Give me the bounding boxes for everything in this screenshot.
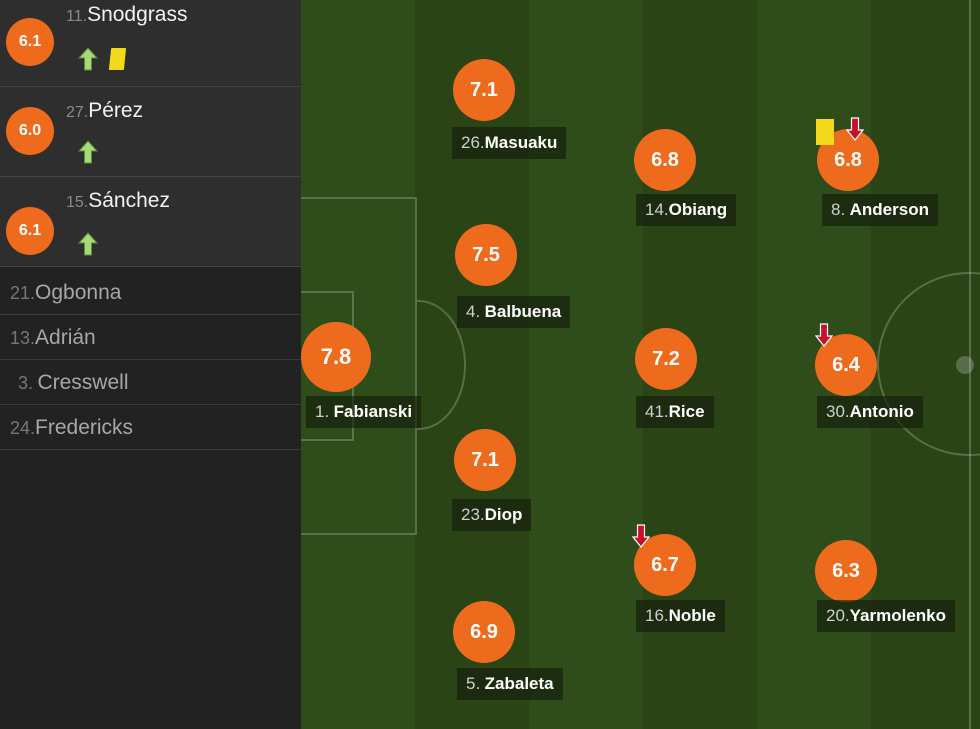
yellow-card-icon	[108, 48, 127, 70]
center-spot	[956, 356, 974, 374]
player-surname: Anderson	[849, 200, 929, 219]
player-surname: Adrián	[35, 326, 96, 349]
shirt-number: 30.	[826, 402, 850, 421]
substitute-row[interactable]: 6.1 15.Sánchez	[0, 177, 301, 267]
shirt-number: 26.	[461, 133, 485, 152]
player-surname: Obiang	[668, 200, 728, 219]
rating-badge: 6.1	[6, 18, 54, 66]
shirt-number: 8.	[831, 200, 846, 219]
rating-badge: 6.9	[453, 601, 515, 663]
shirt-number: 20.	[826, 606, 850, 625]
player-surname: Fabianski	[333, 402, 413, 421]
substitute-row[interactable]: 6.1 11.Snodgrass	[0, 0, 301, 87]
player-label: 26.Masuaku	[452, 127, 567, 159]
player-label: 20.Yarmolenko	[817, 600, 956, 632]
player-surname: Rice	[668, 402, 705, 421]
bench-row[interactable]: 24.Fredericks	[0, 405, 301, 450]
shirt-number: 21.	[10, 283, 36, 303]
bench-row[interactable]: 3. Cresswell	[0, 360, 301, 405]
penalty-box	[301, 197, 417, 535]
player-surname: Masuaku	[484, 133, 558, 152]
shirt-number: 41.	[645, 402, 669, 421]
shirt-number: 3.	[18, 373, 34, 393]
sub-on-arrow-icon	[78, 140, 98, 164]
event-icons	[78, 232, 110, 256]
player-surname: Antonio	[849, 402, 914, 421]
substitute-row[interactable]: 6.0 27.Pérez	[0, 87, 301, 177]
shirt-number: 1.	[315, 402, 330, 421]
player-surname: Zabaleta	[484, 674, 554, 693]
shirt-number: 23.	[461, 505, 485, 524]
event-icons	[78, 140, 110, 164]
sub-off-arrow-icon	[846, 117, 864, 141]
player-name: 11.Snodgrass	[66, 3, 187, 27]
player-surname: Diop	[484, 505, 523, 524]
player-label: 8. Anderson	[822, 194, 938, 226]
halfway-line	[969, 0, 980, 729]
player-surname: Noble	[668, 606, 716, 625]
shirt-number: 14.	[645, 200, 669, 219]
sub-on-arrow-icon	[78, 232, 98, 256]
player-surname: Yarmolenko	[849, 606, 947, 625]
shirt-number: 13.	[10, 328, 36, 348]
sub-on-arrow-icon	[78, 47, 98, 71]
sub-off-arrow-icon	[815, 323, 833, 347]
player-label: 5. Zabaleta	[457, 668, 563, 700]
rating-badge: 7.1	[453, 59, 515, 121]
shirt-number: 16.	[645, 606, 669, 625]
shirt-number: 11.	[66, 8, 88, 25]
player-label: 41.Rice	[636, 396, 714, 428]
shirt-number: 27.	[66, 104, 89, 121]
rating-badge: 7.2	[635, 328, 697, 390]
player-surname: Sánchez	[88, 189, 170, 212]
rating-badge: 6.1	[6, 207, 54, 255]
shirt-number: 24.	[10, 418, 36, 438]
sub-off-arrow-icon	[632, 524, 650, 548]
rating-badge: 7.5	[455, 224, 517, 286]
player-name: 15.Sánchez	[66, 189, 170, 213]
substitutes-panel: 6.1 11.Snodgrass 6.0 27.Pérez 6.1 15.Sán…	[0, 0, 301, 729]
bench-row[interactable]: 13.Adrián	[0, 315, 301, 360]
rating-badge: 7.1	[454, 429, 516, 491]
player-label: 4. Balbuena	[457, 296, 571, 328]
player-label: 23.Diop	[452, 499, 532, 531]
player-surname: Balbuena	[484, 302, 562, 321]
bench-row[interactable]: 21.Ogbonna	[0, 270, 301, 315]
rating-badge: 6.0	[6, 107, 54, 155]
player-name: 27.Pérez	[66, 99, 143, 123]
rating-badge: 7.8	[301, 322, 371, 392]
player-label: 16.Noble	[636, 600, 725, 632]
player-surname: Pérez	[88, 99, 144, 122]
player-surname: Ogbonna	[35, 281, 122, 304]
event-icons	[78, 47, 127, 71]
yellow-card-icon	[816, 119, 834, 145]
rating-badge: 6.3	[815, 540, 877, 602]
player-label: 30.Antonio	[817, 396, 923, 428]
shirt-number: 4.	[466, 302, 481, 321]
player-label: 14.Obiang	[636, 194, 737, 226]
rating-badge: 6.8	[634, 129, 696, 191]
player-label: 1. Fabianski	[306, 396, 422, 428]
player-surname: Fredericks	[35, 416, 134, 439]
shirt-number: 5.	[466, 674, 481, 693]
rating-badge: 6.7	[634, 534, 696, 596]
player-surname: Snodgrass	[87, 3, 188, 26]
shirt-number: 15.	[66, 194, 89, 211]
player-surname: Cresswell	[37, 371, 129, 394]
